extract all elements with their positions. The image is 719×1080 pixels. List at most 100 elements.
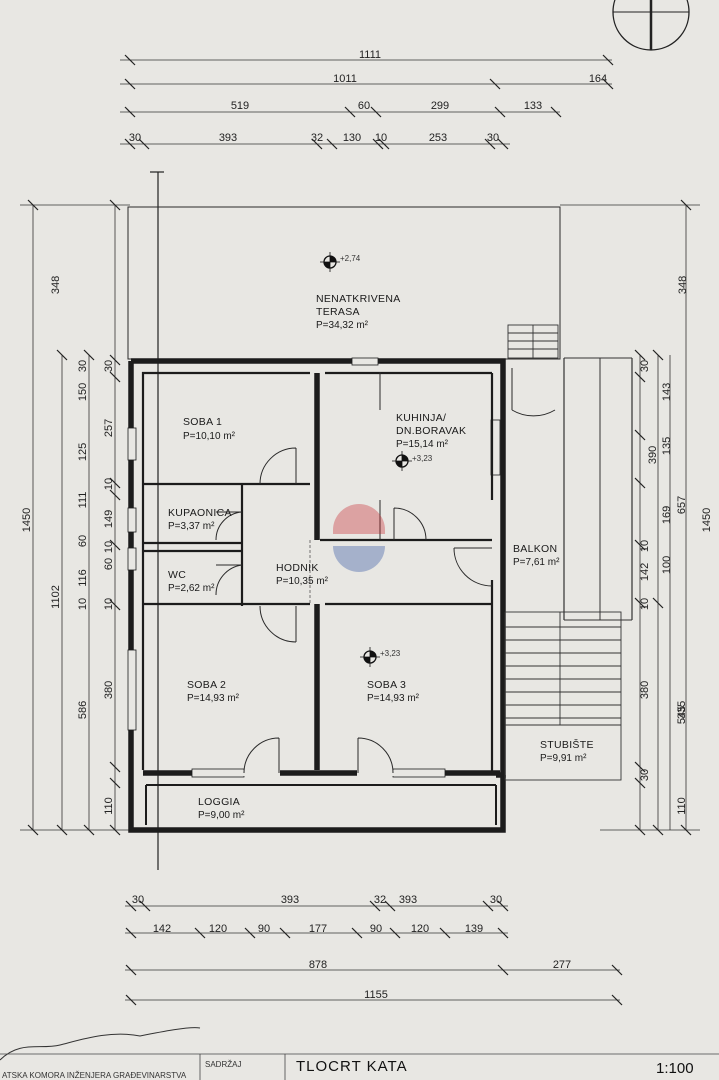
stairs-upper	[507, 324, 559, 359]
dim-top-253: 253	[429, 132, 447, 144]
dim-bot-90a: 90	[258, 923, 270, 935]
dim-left-1102: 1102	[50, 585, 62, 609]
dim-bot-32: 32	[374, 894, 386, 906]
window	[127, 649, 137, 731]
kuhinja-name2: DN.BORAVAK	[396, 425, 466, 437]
dim-right-142: 142	[639, 563, 651, 581]
soba3-area: P=14,93 m²	[367, 693, 420, 704]
chamber-text: ATSKA KOMORA INŽENJERA GRAĐEVINARSTVA	[2, 1071, 187, 1080]
dim-top-1011: 1011	[333, 73, 357, 85]
stubiste-area: P=9,91 m²	[540, 753, 587, 764]
dim-bot-139: 139	[465, 923, 483, 935]
dim-top-164: 164	[589, 73, 607, 85]
dim-top-130: 130	[343, 132, 361, 144]
dim-bot-393b: 393	[399, 894, 417, 906]
signature	[0, 1027, 201, 1061]
building: RE/MAX	[127, 171, 633, 870]
dim-right-30b: 30	[639, 769, 651, 781]
kupaonica-area: P=3,37 m²	[168, 521, 215, 532]
dim-left-30: 30	[77, 360, 89, 372]
dim-left-586: 586	[77, 701, 89, 719]
dim-right-380: 380	[639, 681, 651, 699]
window	[127, 427, 137, 461]
dim-top-32: 32	[311, 132, 323, 144]
dim-left-1450: 1450	[21, 508, 33, 532]
dim-top-30b: 30	[487, 132, 499, 144]
window	[127, 507, 137, 533]
watermark-text: RE/MAX	[340, 522, 379, 533]
dim-right-135: 135	[661, 437, 673, 455]
hodnik-area: P=10,35 m²	[276, 576, 329, 587]
dim-bot-1155: 1155	[364, 989, 388, 1001]
dim-left-149: 149	[103, 510, 115, 528]
soba2-name: SOBA 2	[187, 679, 226, 691]
loggia-name: LOGGIA	[198, 796, 240, 808]
terrace-name2: TERASA	[316, 306, 360, 318]
level-marker-icon	[392, 451, 412, 471]
dim-right-1450: 1450	[701, 508, 713, 532]
dim-bot-277: 277	[553, 959, 571, 971]
drawing-title: TLOCRT KATA	[296, 1058, 408, 1075]
dim-left-110: 110	[103, 797, 115, 815]
dim-left-380: 380	[103, 681, 115, 699]
dim-left-10: 10	[77, 598, 89, 610]
left-dimensions: 1450 1102 586 348 30 150 125 111 60 116 …	[20, 199, 130, 836]
terrace-area: P=34,32 m²	[316, 320, 369, 331]
dim-bot-30b: 30	[490, 894, 502, 906]
kupaonica-name: KUPAONICA	[168, 507, 232, 519]
soba1-area: P=10,10 m²	[183, 431, 236, 442]
dim-right-169: 169	[661, 506, 673, 524]
soba2-area: P=14,93 m²	[187, 693, 240, 704]
dim-left-116: 116	[77, 569, 89, 587]
dim-right-100: 100	[661, 556, 673, 574]
dim-left-30b: 30	[103, 360, 115, 372]
dim-top-299: 299	[431, 100, 449, 112]
title-block: ATSKA KOMORA INŽENJERA GRAĐEVINARSTVA SA…	[0, 1027, 719, 1080]
dim-left-60: 60	[77, 535, 89, 547]
dim-left-10c: 10	[103, 541, 115, 553]
dim-right-143: 143	[661, 383, 673, 401]
dim-bot-142: 142	[153, 923, 171, 935]
top-dimensions: 1111 1011 164 519 60 299 133 30 393 32 1…	[120, 49, 614, 150]
dim-left-10b: 10	[103, 478, 115, 490]
north-arrow-icon	[612, 0, 690, 51]
stairs-lower	[504, 611, 622, 781]
content-label: SADRŽAJ	[205, 1060, 241, 1069]
dim-bot-878: 878	[309, 959, 327, 971]
dim-right-10b: 10	[639, 598, 651, 610]
soba3-name: SOBA 3	[367, 679, 406, 691]
window	[351, 357, 379, 366]
dim-right-348: 348	[677, 276, 689, 294]
wc-area: P=2,62 m²	[168, 583, 215, 594]
remax-watermark: RE/MAX	[333, 504, 385, 572]
dim-right-657: 657	[676, 496, 688, 514]
balkon-name: BALKON	[513, 543, 557, 555]
dim-top-30a: 30	[129, 132, 141, 144]
kuhinja-area: P=15,14 m²	[396, 439, 449, 450]
door-swings	[215, 368, 556, 774]
dim-left-150: 150	[77, 383, 89, 401]
soba3-level: +3,23	[380, 649, 401, 658]
dim-top-60: 60	[358, 100, 370, 112]
dim-left-125: 125	[77, 443, 89, 461]
bottom-dimensions: 30 393 32 393 30 142 120 90 177 90 120 1…	[125, 894, 623, 1006]
wc-name: WC	[168, 569, 186, 581]
dim-top-total: 1111	[359, 49, 381, 61]
dim-right-10: 10	[639, 540, 651, 552]
level-marker-icon	[320, 252, 340, 272]
dim-right-30: 30	[639, 360, 651, 372]
loggia-area: P=9,00 m²	[198, 810, 245, 821]
terrace-name: NENATKRIVENA	[316, 293, 401, 305]
room-labels: +2,74 NENATKRIVENA TERASA P=34,32 m² SOB…	[168, 254, 593, 821]
dim-left-257: 257	[103, 419, 115, 437]
dim-left-60b: 60	[103, 558, 115, 570]
dim-bot-30a: 30	[132, 894, 144, 906]
dim-top-393: 393	[219, 132, 237, 144]
window	[191, 768, 245, 778]
dim-bot-120b: 120	[411, 923, 429, 935]
dim-top-10: 10	[375, 132, 387, 144]
kuhinja-name: KUHINJA/	[396, 412, 446, 424]
dim-bot-393a: 393	[281, 894, 299, 906]
dim-bot-120a: 120	[209, 923, 227, 935]
